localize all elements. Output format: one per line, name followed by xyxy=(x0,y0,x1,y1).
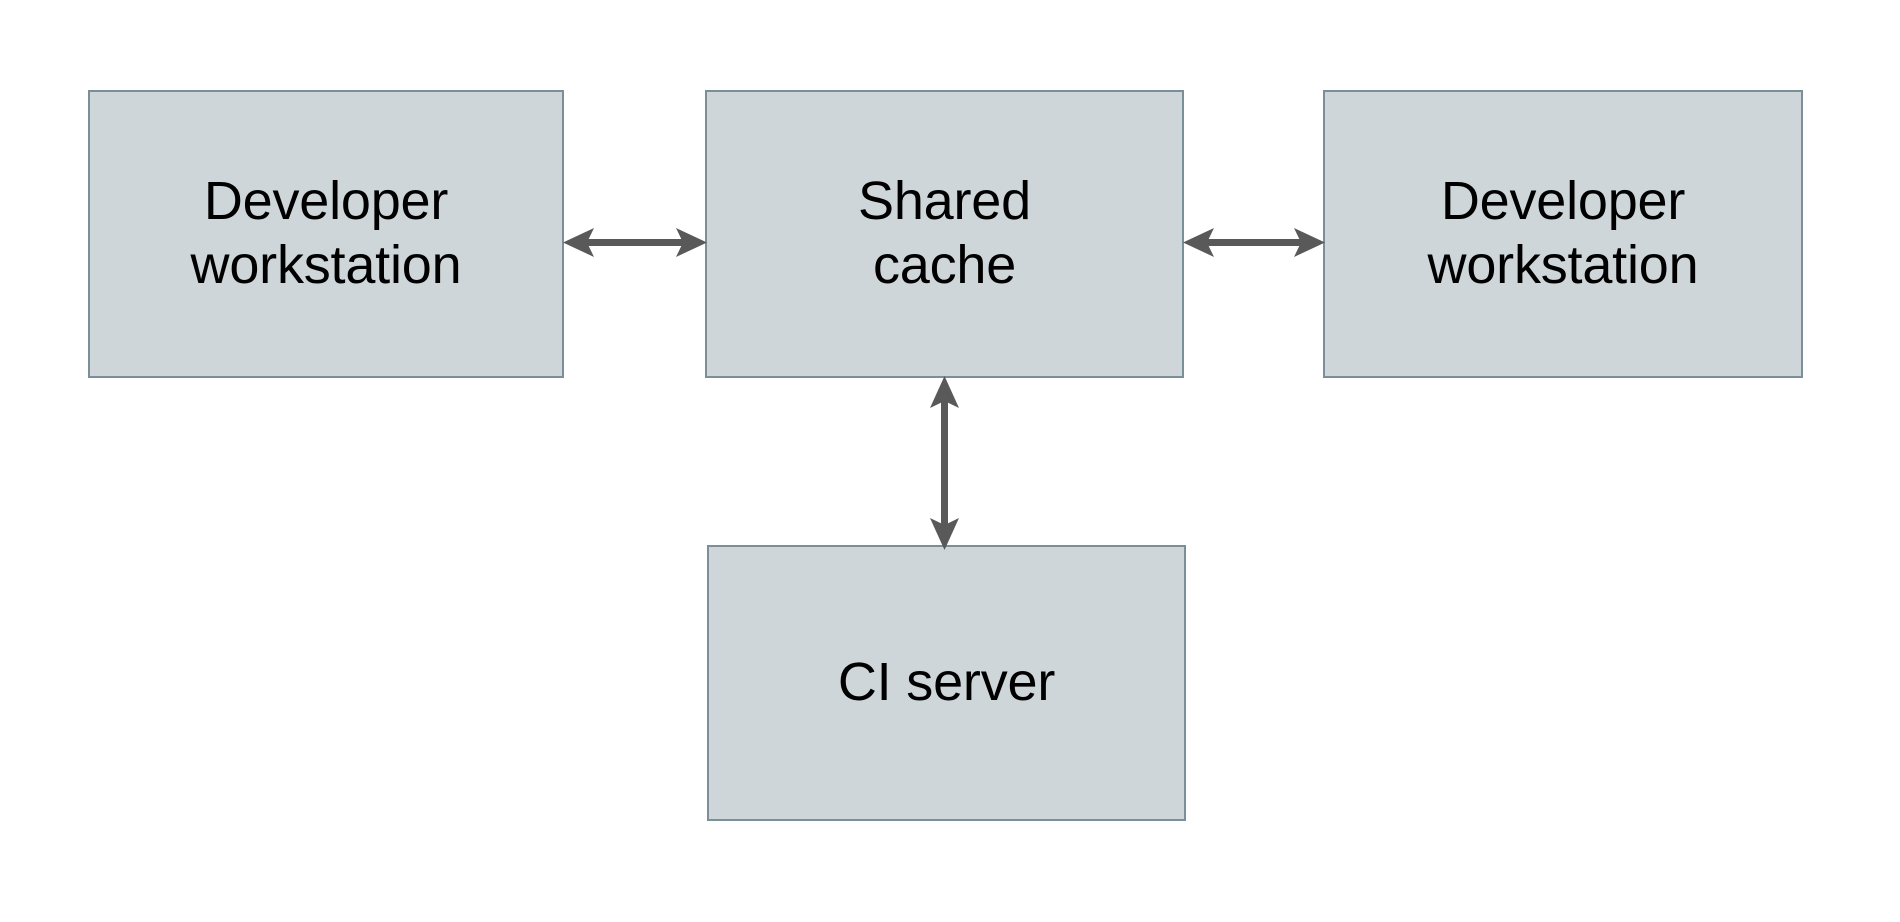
node-ci-server[interactable]: CI server xyxy=(707,545,1186,821)
node-label: CI server xyxy=(837,652,1056,713)
node-label: Developer workstation xyxy=(1427,171,1699,295)
node-developer-workstation-left[interactable]: Developer workstation xyxy=(88,90,564,378)
node-label: Shared cache xyxy=(858,171,1031,295)
connector-shared-cache-to-developer-right-double-arrow xyxy=(1183,228,1325,257)
node-shared-cache[interactable]: Shared cache xyxy=(705,90,1184,378)
node-developer-workstation-right[interactable]: Developer workstation xyxy=(1323,90,1803,378)
node-label: Developer workstation xyxy=(190,171,462,295)
connector-developer-left-to-shared-cache-double-arrow xyxy=(563,228,707,257)
connector-shared-cache-to-ci-server-double-arrow xyxy=(930,376,959,550)
